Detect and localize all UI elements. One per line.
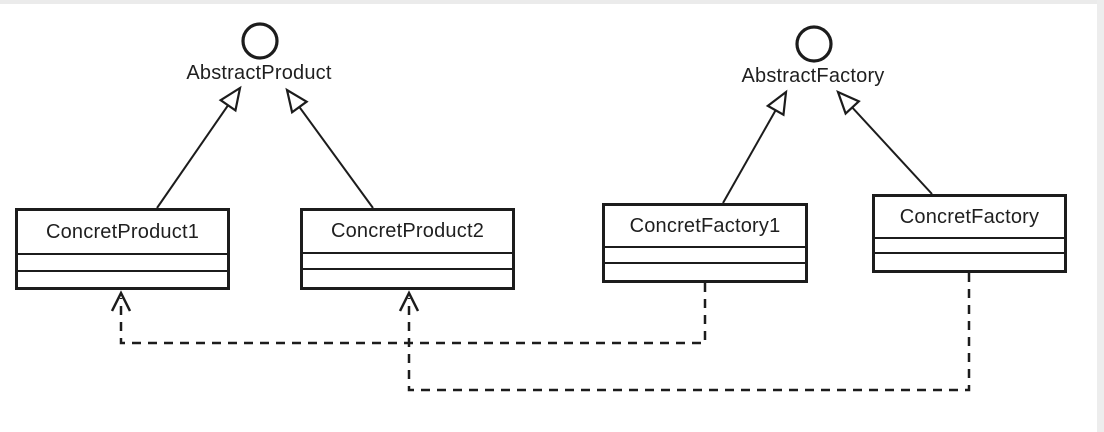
edge-concretproduct2-abstractproduct bbox=[285, 87, 374, 209]
operations-compartment bbox=[875, 254, 1064, 270]
interface-circle-icon-abstractproduct bbox=[241, 22, 279, 60]
interface-circle-icon-abstractfactory bbox=[795, 25, 833, 63]
interface-label-abstractproduct: AbstractProduct bbox=[186, 62, 332, 84]
class-box-concretproduct2: ConcretProduct2 bbox=[300, 208, 515, 290]
class-name: ConcretProduct1 bbox=[18, 211, 227, 255]
edge-concretfactory1-concretproduct1-dashed bbox=[119, 283, 707, 345]
edge-concretfactory-concretproduct2-dashed bbox=[407, 273, 971, 392]
attributes-compartment bbox=[605, 248, 805, 264]
edge-concretfactory-abstractfactory bbox=[836, 89, 933, 195]
operations-compartment bbox=[18, 272, 227, 287]
class-name: ConcretProduct2 bbox=[303, 211, 512, 254]
edge-concretproduct1-abstractproduct bbox=[156, 85, 242, 209]
dependency-arrowhead-concretproduct1 bbox=[110, 290, 132, 312]
class-name: ConcretFactory1 bbox=[605, 206, 805, 248]
dependency-arrowhead-concretproduct2 bbox=[398, 290, 420, 312]
operations-compartment bbox=[605, 264, 805, 280]
page-edge-top bbox=[0, 0, 1104, 4]
attributes-compartment bbox=[303, 254, 512, 270]
operations-compartment bbox=[303, 270, 512, 287]
attributes-compartment bbox=[18, 255, 227, 272]
interface-label-abstractfactory: AbstractFactory bbox=[741, 65, 885, 87]
class-box-concretproduct1: ConcretProduct1 bbox=[15, 208, 230, 290]
attributes-compartment bbox=[875, 239, 1064, 254]
class-box-concretfactory: ConcretFactory bbox=[872, 194, 1067, 273]
edge-concretfactory1-abstractfactory bbox=[722, 89, 788, 204]
page-edge-right bbox=[1097, 0, 1104, 432]
class-box-concretfactory1: ConcretFactory1 bbox=[602, 203, 808, 283]
class-name: ConcretFactory bbox=[875, 197, 1064, 239]
